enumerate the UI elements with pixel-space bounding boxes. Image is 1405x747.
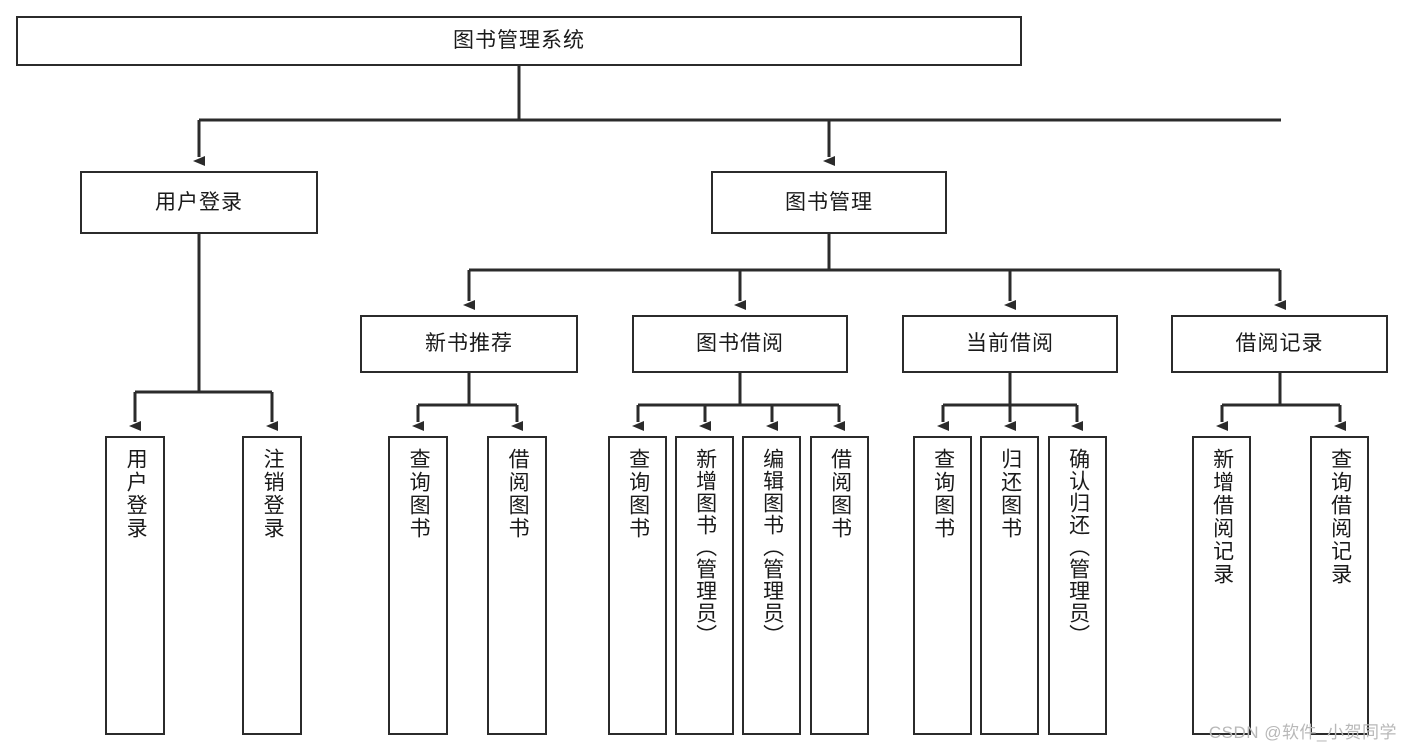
watermark-text: CSDN @软件_小贺同学 bbox=[1208, 723, 1397, 742]
node-new-book-rec[interactable]: 新书推荐 bbox=[360, 315, 578, 373]
node-leaf-query-record[interactable]: 查询借阅记录 bbox=[1310, 436, 1369, 735]
node-leaf-query-book-borrow[interactable]: 查询图书 bbox=[608, 436, 667, 735]
node-leaf-user-login[interactable]: 用户登录 bbox=[105, 436, 165, 735]
node-user-login-label: 用户登录 bbox=[155, 190, 243, 214]
node-leaf-query-book-cur-label: 查询图书 bbox=[931, 448, 955, 540]
node-leaf-confirm-return[interactable]: 确认归还（管理员） bbox=[1048, 436, 1107, 735]
node-leaf-add-record[interactable]: 新增借阅记录 bbox=[1192, 436, 1251, 735]
node-current-borrow[interactable]: 当前借阅 bbox=[902, 315, 1118, 373]
node-leaf-user-login-label: 用户登录 bbox=[124, 448, 148, 540]
node-leaf-edit-book-label: 编辑图书（管理员） bbox=[760, 448, 784, 646]
node-leaf-edit-book[interactable]: 编辑图书（管理员） bbox=[742, 436, 801, 735]
node-leaf-borrow-book-label: 借阅图书 bbox=[828, 448, 852, 540]
node-leaf-user-logout-label: 注销登录 bbox=[261, 448, 285, 540]
node-leaf-borrow-book-rec-label: 借阅图书 bbox=[506, 448, 530, 540]
node-leaf-confirm-return-label: 确认归还（管理员） bbox=[1066, 448, 1090, 646]
node-leaf-add-book-label: 新增图书（管理员） bbox=[693, 448, 717, 646]
node-leaf-query-book-cur[interactable]: 查询图书 bbox=[913, 436, 972, 735]
node-book-borrow-label: 图书借阅 bbox=[696, 332, 784, 356]
node-leaf-return-book-label: 归还图书 bbox=[998, 448, 1022, 540]
node-new-book-rec-label: 新书推荐 bbox=[425, 332, 513, 356]
node-leaf-query-book-borrow-label: 查询图书 bbox=[626, 448, 650, 540]
node-book-borrow[interactable]: 图书借阅 bbox=[632, 315, 848, 373]
node-book-manage[interactable]: 图书管理 bbox=[711, 171, 947, 234]
node-borrow-record[interactable]: 借阅记录 bbox=[1171, 315, 1388, 373]
node-user-login[interactable]: 用户登录 bbox=[80, 171, 318, 234]
node-leaf-user-logout[interactable]: 注销登录 bbox=[242, 436, 302, 735]
node-root[interactable]: 图书管理系统 bbox=[16, 16, 1022, 66]
node-leaf-add-record-label: 新增借阅记录 bbox=[1210, 448, 1234, 586]
node-book-manage-label: 图书管理 bbox=[785, 190, 873, 214]
node-leaf-add-book[interactable]: 新增图书（管理员） bbox=[675, 436, 734, 735]
node-root-label: 图书管理系统 bbox=[453, 29, 585, 53]
node-leaf-query-record-label: 查询借阅记录 bbox=[1328, 448, 1352, 586]
node-leaf-borrow-book[interactable]: 借阅图书 bbox=[810, 436, 869, 735]
node-borrow-record-label: 借阅记录 bbox=[1235, 332, 1324, 356]
node-leaf-query-book-rec-label: 查询图书 bbox=[407, 448, 431, 540]
node-current-borrow-label: 当前借阅 bbox=[966, 332, 1054, 356]
node-leaf-borrow-book-rec[interactable]: 借阅图书 bbox=[487, 436, 547, 735]
node-leaf-query-book-rec[interactable]: 查询图书 bbox=[388, 436, 448, 735]
node-leaf-return-book[interactable]: 归还图书 bbox=[980, 436, 1039, 735]
